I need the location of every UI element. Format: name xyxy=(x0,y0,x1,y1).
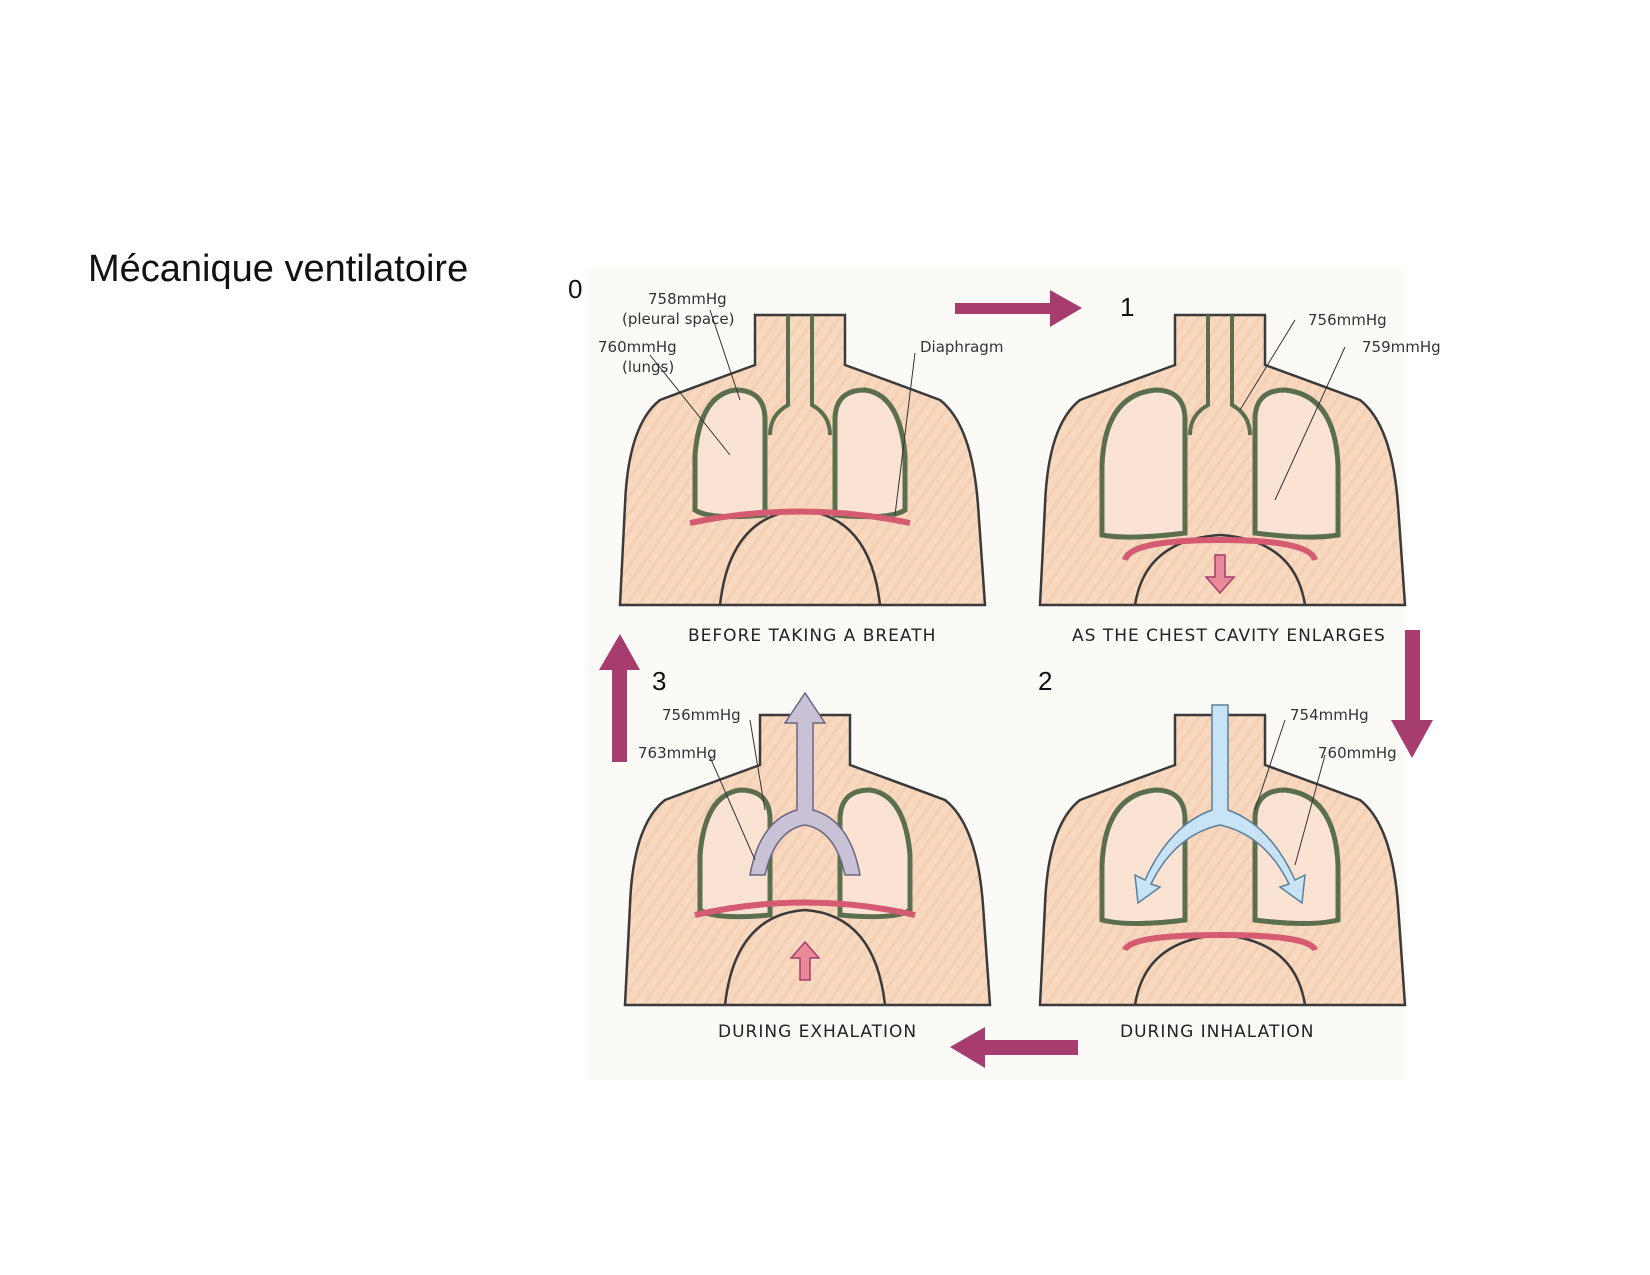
left-lung xyxy=(1099,387,1188,540)
label-lung-pressure: 760mmHg xyxy=(598,338,677,356)
panel-inhalation xyxy=(1038,704,1407,1007)
right-lung xyxy=(1252,787,1341,926)
label-pleural-pressure: 758mmHg xyxy=(648,290,727,308)
label-pleural-pressure: 754mmHg xyxy=(1290,706,1369,724)
panel-exhalation xyxy=(623,691,992,1007)
cycle-arrow-right xyxy=(955,290,1082,327)
right-lung xyxy=(837,787,913,920)
caption-chest-enlarges: AS THE CHEST CAVITY ENLARGES xyxy=(1072,626,1386,646)
torso-outline xyxy=(623,713,992,1007)
label-pleural-pressure: 756mmHg xyxy=(1308,311,1387,329)
trachea xyxy=(1188,315,1252,436)
right-lung xyxy=(1252,387,1341,540)
diaphragm xyxy=(694,899,916,918)
left-lung xyxy=(697,787,773,920)
label-lung-pressure: 759mmHg xyxy=(1362,338,1441,356)
caption-inhalation: DURING INHALATION xyxy=(1120,1022,1314,1042)
diaphragm xyxy=(689,508,911,526)
step-number-3: 3 xyxy=(652,666,666,696)
torso-outline xyxy=(1038,713,1407,1007)
step-number-2: 2 xyxy=(1038,666,1052,696)
panel-before-breath xyxy=(618,309,987,607)
label-diaphragm: Diaphragm xyxy=(920,338,1003,356)
label-lung-pressure: 760mmHg xyxy=(1318,744,1397,762)
caption-exhalation: DURING EXHALATION xyxy=(718,1022,917,1042)
cycle-arrow-up xyxy=(599,634,640,762)
diaphragm-up-arrow xyxy=(789,940,821,981)
torso-outline xyxy=(618,313,987,607)
cycle-arrow-down xyxy=(1391,630,1433,758)
airflow-out xyxy=(749,691,861,876)
step-number-1: 1 xyxy=(1120,292,1134,322)
diaphragm xyxy=(1122,931,1318,952)
label-lung-pressure: 763mmHg xyxy=(638,744,717,762)
label-pleural-pressure: 756mmHg xyxy=(662,706,741,724)
label-pleural-note: (pleural space) xyxy=(622,310,734,328)
panel-chest-enlarges xyxy=(1038,313,1407,607)
slide-title: Mécanique ventilatoire xyxy=(88,248,469,290)
caption-before-breath: BEFORE TAKING A BREATH xyxy=(688,626,936,646)
cycle-arrow-left xyxy=(950,1027,1078,1068)
right-lung xyxy=(832,387,908,520)
left-lung xyxy=(1099,787,1188,926)
left-lung xyxy=(692,387,768,520)
label-lung-note: (lungs) xyxy=(622,358,674,376)
airflow-in xyxy=(1134,704,1306,905)
trachea xyxy=(768,315,832,436)
diaphragm-down-arrow xyxy=(1204,554,1236,595)
step-number-0: 0 xyxy=(568,274,582,304)
diaphragm xyxy=(1122,536,1318,562)
